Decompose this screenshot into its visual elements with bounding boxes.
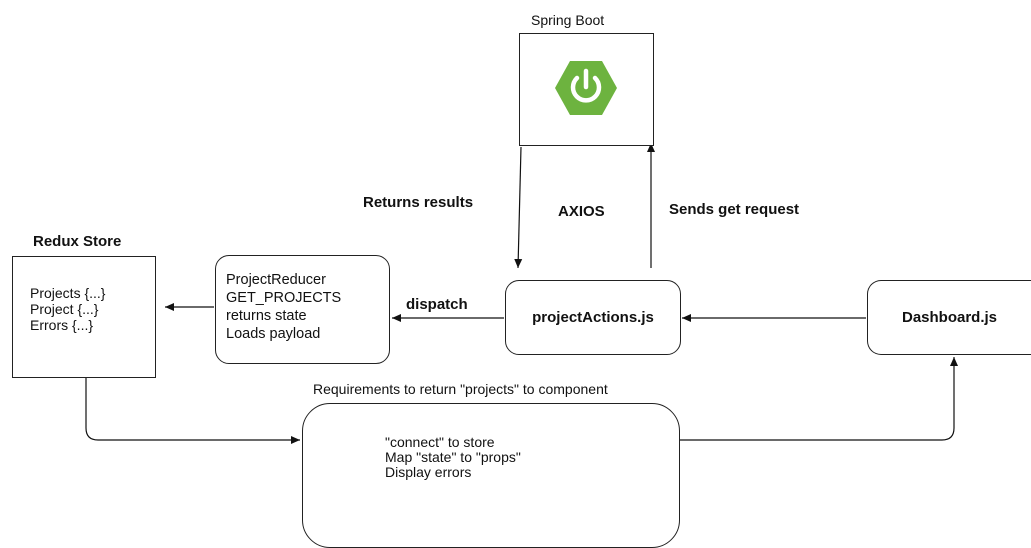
returns-results-label: Returns results (363, 194, 474, 211)
project-reducer-line: Loads payload (226, 326, 321, 342)
returns-results-arrow (514, 146, 523, 269)
redux-store-line: Projects {...} (30, 285, 106, 301)
project-reducer-line: GET_PROJECTS (226, 290, 342, 306)
power-icon (555, 61, 617, 115)
redux-store-contents: Projects {...} Project {...} Errors {...… (30, 285, 105, 333)
project-reducer-line: returns state (226, 308, 307, 324)
project-reducer-box: ProjectReducer GET_PROJECTS returns stat… (215, 255, 390, 364)
requirements-box: "connect" to store Map "state" to "props… (302, 403, 680, 548)
spring-boot-title: Spring Boot (531, 12, 605, 28)
requirements-line: Map "state" to "props" (385, 449, 521, 465)
requirements-title: Requirements to return "projects" to com… (313, 381, 608, 397)
project-reducer-contents: ProjectReducer GET_PROJECTS returns stat… (226, 271, 341, 343)
redux-store-box: Projects {...} Project {...} Errors {...… (12, 256, 156, 378)
redux-store-line: Project {...} (30, 301, 99, 317)
project-reducer-line: ProjectReducer (226, 272, 326, 288)
dashboard-label: Dashboard.js (901, 309, 998, 326)
project-actions-box: projectActions.js (505, 280, 681, 355)
axios-label: AXIOS (558, 203, 605, 220)
dashboard-box: Dashboard.js (867, 280, 1031, 355)
requirements-to-dashboard-arrow (680, 357, 958, 441)
requirements-line: Display errors (385, 464, 472, 480)
redux-store-line: Errors {...} (30, 317, 94, 333)
spring-boot-box (519, 33, 654, 146)
sends-get-request-label: Sends get request (669, 201, 800, 218)
requirements-contents: "connect" to store Map "state" to "props… (385, 435, 521, 480)
requirements-line: "connect" to store (385, 434, 495, 450)
project-actions-label: projectActions.js (532, 309, 654, 326)
store-to-requirements-arrow (85, 378, 300, 444)
dispatch-label: dispatch (406, 296, 468, 313)
redux-store-title: Redux Store (33, 233, 122, 250)
